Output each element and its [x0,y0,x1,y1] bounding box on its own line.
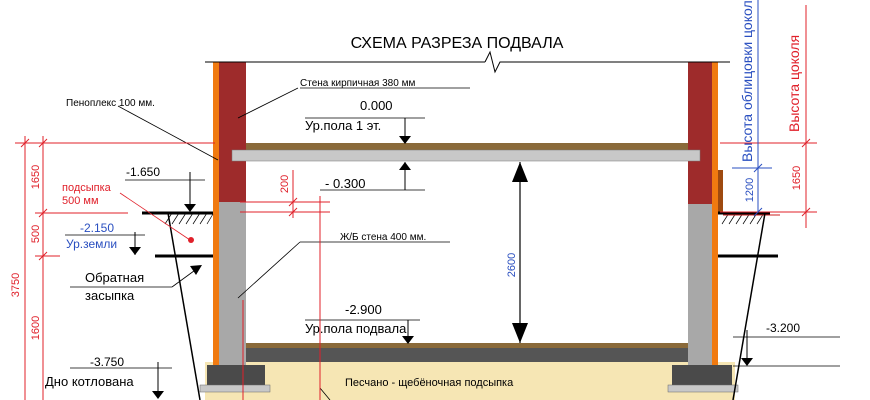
concrete-wall-label: Ж/Б стена 400 мм. [340,232,426,243]
level-minus-0300-label: - 0.300 [325,176,365,191]
floor-finish [246,143,688,150]
right-brick-wall [688,62,712,204]
fill-marker [188,237,194,243]
level-minus-3200-label: -3.200 [766,321,800,335]
right-concrete-wall [688,204,712,365]
diagram-title: СХЕМА РАЗРЕЗА ПОДВАЛА [351,35,564,52]
ground-hatch [164,212,765,225]
brick-wall-label: Стена кирпичная 380 мм [300,78,415,89]
penoplex-label: Пеноплекс 100 мм. [66,98,155,109]
level-minus-3750-label: -3.750 [90,355,124,369]
dim-facing: 1200 [744,178,756,202]
facing-height-label: Высота облицовки цоколя [739,0,755,162]
left-footing-plate [199,384,271,393]
left-footing [207,365,265,385]
pit-bottom-label: Дно котлована [45,374,134,389]
left-insulation [213,62,219,365]
right-footing-plate [667,384,739,393]
dim-left-top: 1650 [30,165,42,189]
left-slope-line [167,212,201,400]
right-slope-line [732,212,766,400]
right-plinth-dimension-lines [720,5,817,228]
floor-1-label: Ур.пола 1 эт. [305,118,381,133]
right-footing [672,365,732,385]
level-minus-2900-label: -2.900 [345,302,382,317]
level-0-label: 0.000 [360,98,393,113]
basement-floor-finish [245,343,688,348]
basement-floor-label: Ур.пола подвала [305,321,407,336]
backfill-label-2: засыпка [85,288,135,303]
fill-size-label: 500 мм [62,195,99,207]
right-facing-dimension-lines [732,0,772,217]
left-dimension-lines [15,136,330,400]
basement-floor-slab [245,348,688,362]
plinth-height-label: Высота цоколя [786,35,802,132]
dim-left-mid: 500 [30,225,42,243]
right-facing [718,170,723,212]
dim-slab-gap: 200 [279,175,291,193]
dim-total: 3750 [10,273,22,297]
dim-left-bottom: 1600 [30,316,42,340]
floor-slab [231,149,701,162]
dim-plinth: 1650 [791,166,803,190]
ground-level-label: Ур.земли [66,237,117,251]
left-concrete-wall [219,202,246,365]
level-minus-1650-label: -1.650 [126,165,160,179]
level-minus-2150-label: -2.150 [80,221,114,235]
left-brick-wall [219,62,246,202]
sand-gravel-layer [205,362,735,400]
dim-basement-height: 2600 [506,253,518,277]
right-insulation [712,62,718,365]
fill-label: подсыпка [62,182,112,194]
backfill-label-1: Обратная [85,270,144,285]
sand-gravel-label: Песчано - щебёночная подсыпка [345,377,514,389]
